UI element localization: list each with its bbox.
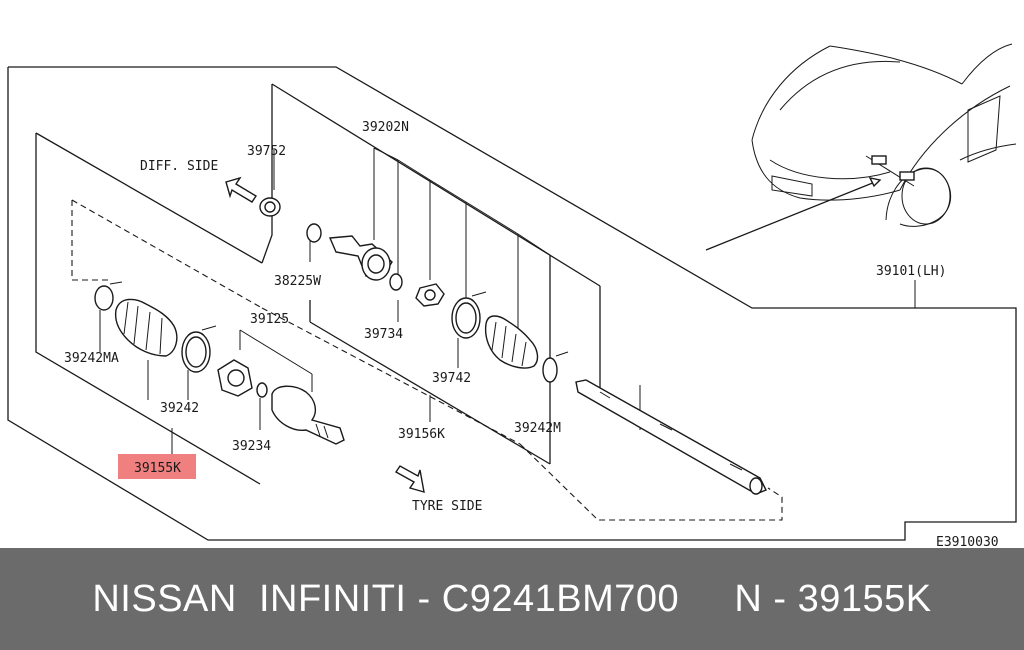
part-inner-boot [484, 315, 539, 369]
label-39234: 39234 [232, 439, 271, 454]
label-39752: 39752 [247, 144, 286, 159]
diff-side-arrow-icon [225, 176, 257, 203]
diagram-code: E3910030 [936, 535, 999, 548]
tyre-side-arrow-icon [394, 465, 425, 493]
label-39155k[interactable]: 39155K [134, 461, 181, 476]
upper-frame [261, 84, 273, 264]
part-outer-joint [271, 385, 345, 445]
part-39101-shaft [575, 379, 767, 495]
label-39742: 39742 [432, 371, 471, 386]
parts-diagram: 39752 39202N DIFF. SIDE 38225W 39734 391… [7, 43, 1017, 548]
part-39202n-joint [328, 235, 393, 281]
part-bearing-cage [217, 359, 253, 397]
part-39242-band [181, 325, 217, 373]
label-39202n: 39202N [362, 120, 409, 135]
part-39242ma-band [94, 281, 123, 311]
callout-arrow [705, 179, 881, 251]
label-39156k: 39156K [398, 427, 445, 442]
outer-frame [7, 66, 1017, 541]
label-38225w: 38225W [274, 274, 321, 289]
highlight-39155k [118, 454, 196, 479]
label-39125: 39125 [250, 312, 289, 327]
part-39734-ring [389, 273, 403, 291]
label-39101-lh: 39101(LH) [876, 264, 946, 279]
label-39242ma: 39242MA [64, 351, 119, 366]
label-39242: 39242 [160, 401, 199, 416]
label-tyre-side: TYRE SIDE [412, 499, 482, 514]
label-diff-side: DIFF. SIDE [140, 159, 218, 174]
label-39242m: 39242M [514, 421, 561, 436]
part-39234-ring [256, 382, 268, 398]
part-39742-band [451, 291, 487, 339]
dashed-outline [71, 200, 110, 281]
part-spider [415, 283, 445, 307]
footer-bar: NISSAN INFINITI - C9241BM700 N - 39155K [0, 548, 1024, 650]
part-38225w-circlip [306, 223, 322, 243]
part-39752-seal [259, 197, 281, 217]
car-illustration [705, 43, 1017, 251]
label-39734: 39734 [364, 327, 403, 342]
part-outer-boot [114, 298, 178, 357]
footer-part-title: NISSAN INFINITI - C9241BM700 N - 39155K [92, 577, 932, 620]
inner-frame [35, 133, 261, 485]
part-39242m-band [542, 351, 569, 383]
